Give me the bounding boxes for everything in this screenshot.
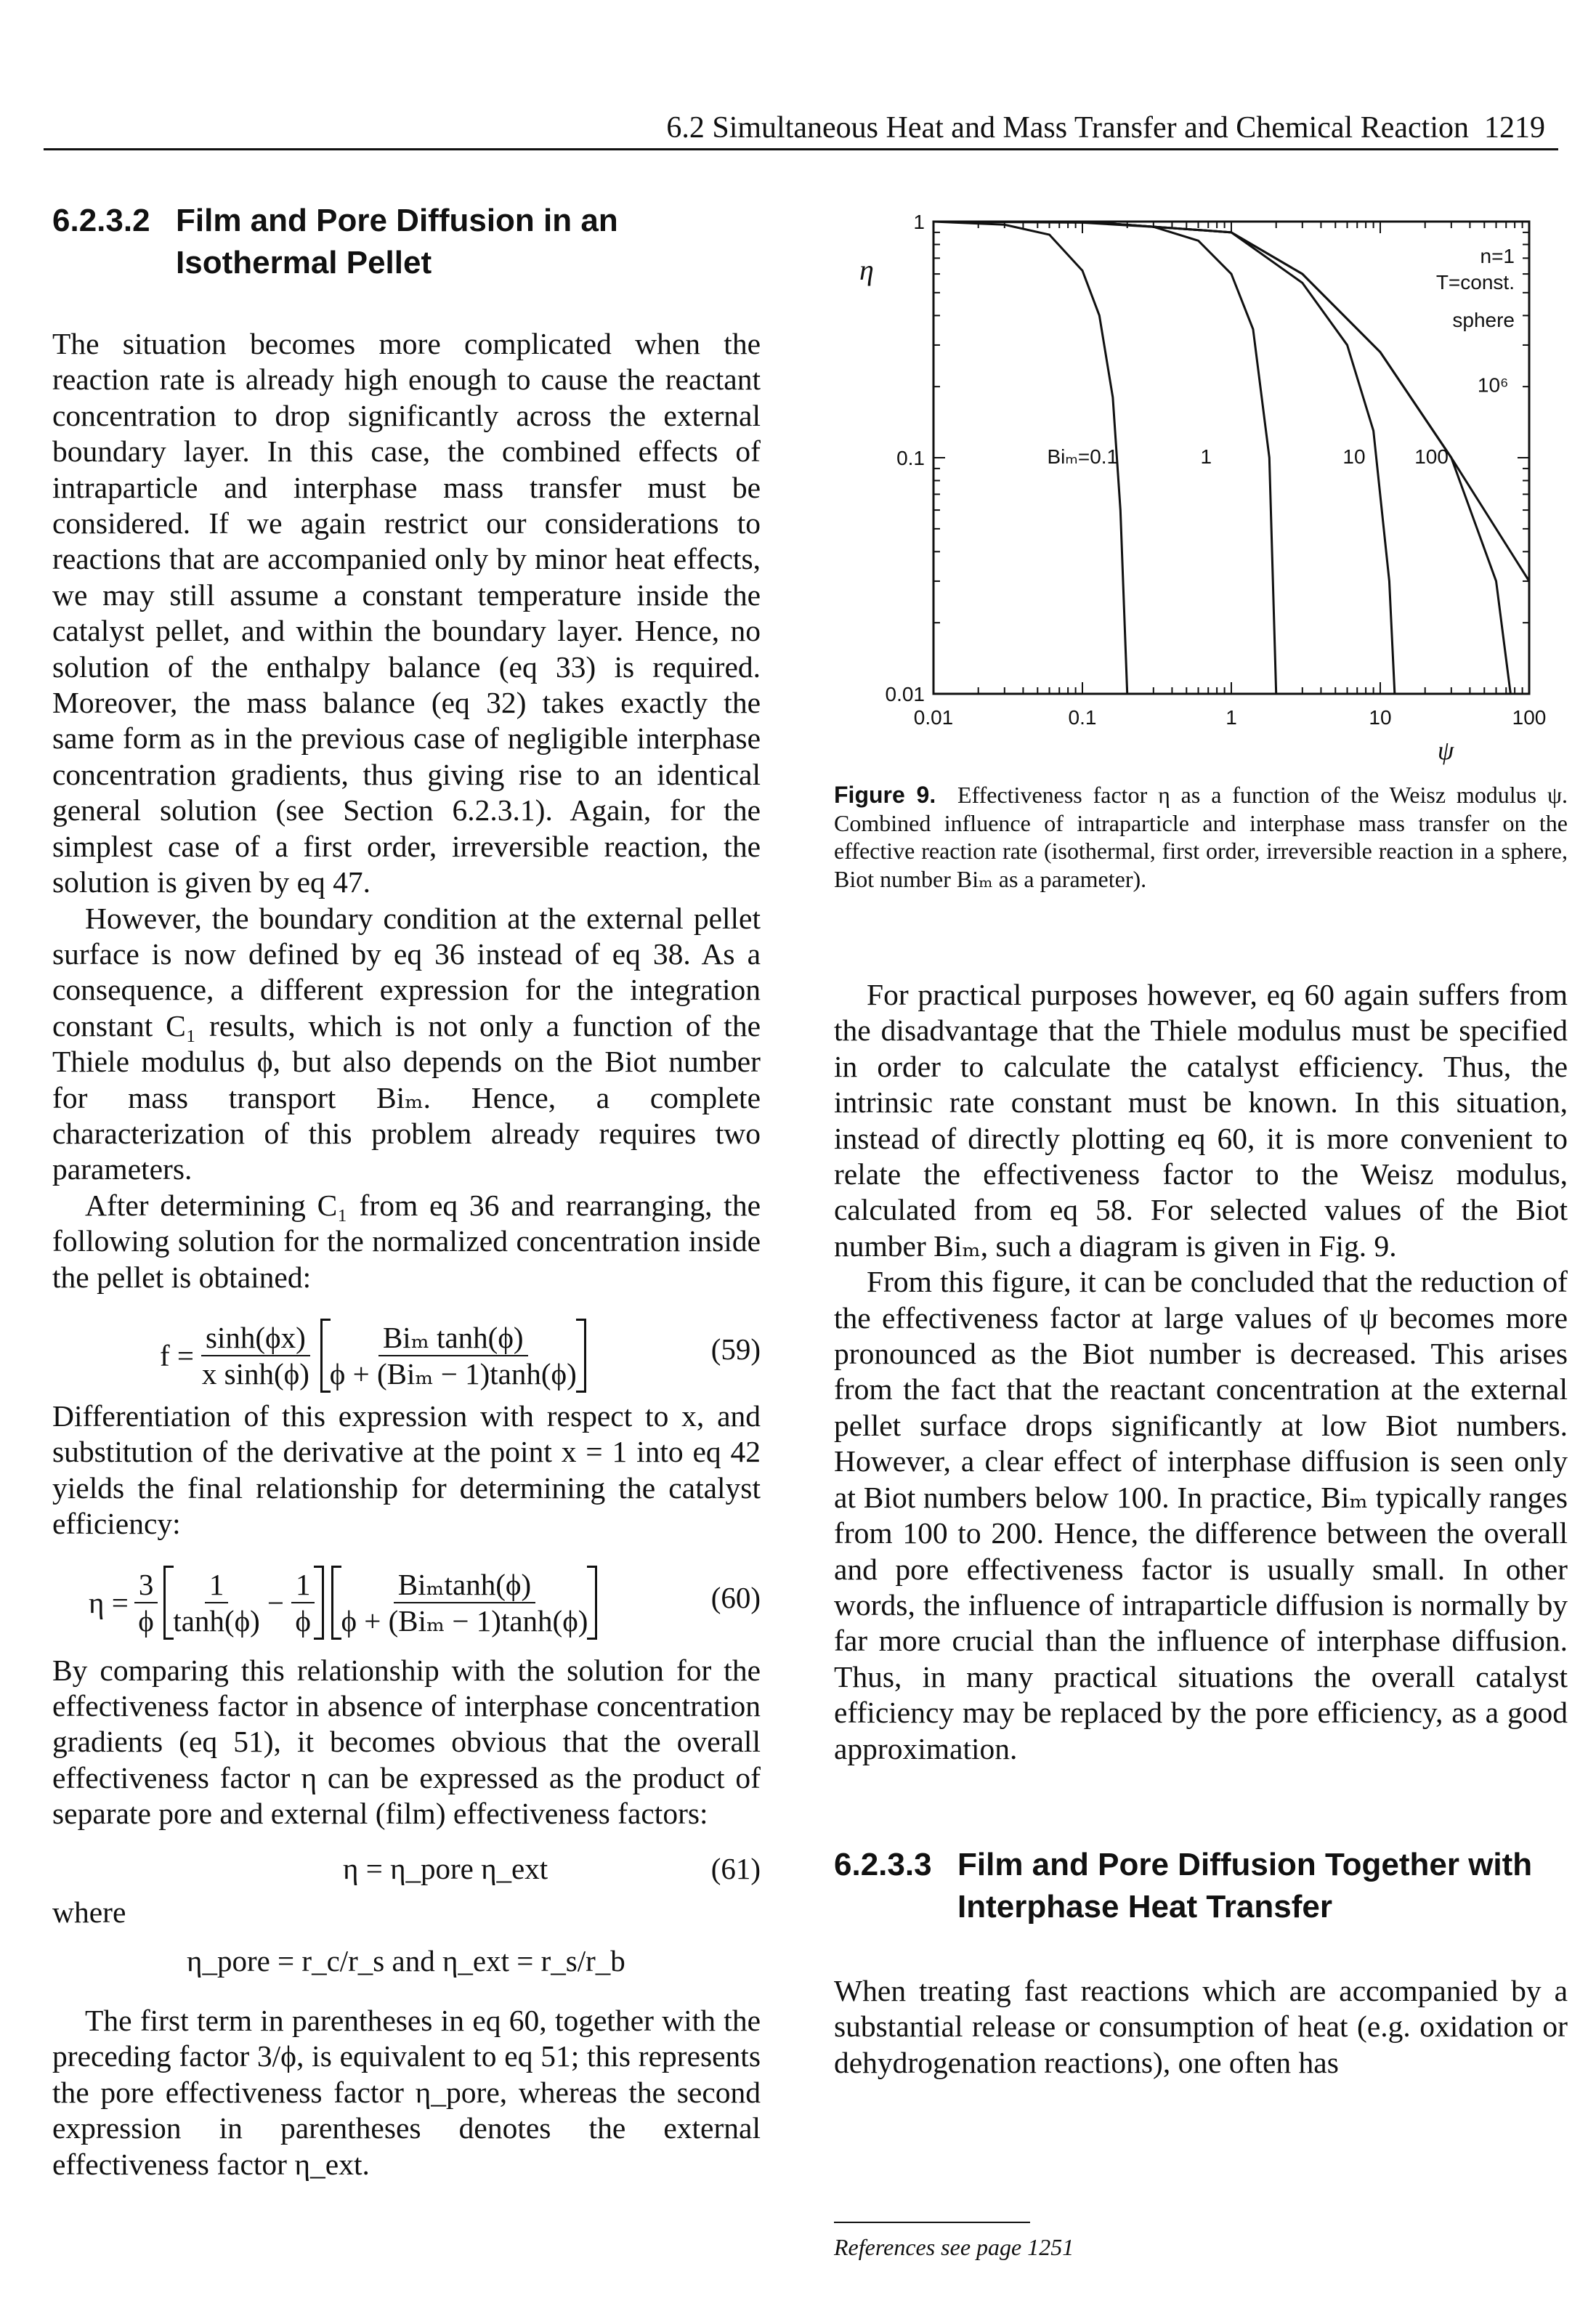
eq60-second-bracket: Biₘtanh(ϕ) ϕ + (Biₘ − 1)tanh(ϕ)	[331, 1565, 598, 1640]
x-axis-label: ψ	[1438, 736, 1454, 765]
eq60-lhs: η =	[89, 1585, 129, 1619]
curve-label: 10⁶	[1478, 373, 1509, 396]
eq60-term-b: 1 ϕ	[291, 1567, 315, 1638]
curve-label: Biₘ=0.1	[1048, 445, 1119, 468]
eq60-a-num: 1	[204, 1567, 229, 1603]
caption-label: Figure 9.	[834, 782, 936, 808]
eq59-numerator: sinh(ϕx)	[201, 1320, 310, 1356]
eq60-bracket-fraction: Biₘtanh(ϕ) ϕ + (Biₘ − 1)tanh(ϕ)	[341, 1567, 588, 1638]
eq60-minus: −	[267, 1585, 284, 1619]
eq60-term-a: 1 tanh(ϕ)	[173, 1567, 259, 1638]
eq-where-body: η_pore = r_c/r_s and η_ext = r_s/r_b	[187, 1944, 625, 1978]
x-tick-label: 0.1	[1069, 706, 1097, 729]
paragraph: By comparing this relationship with the …	[52, 1653, 761, 1831]
section-title: Film and Pore Diffusion Together with In…	[957, 1846, 1533, 1925]
eq60-coefficient: 3 ϕ	[134, 1567, 158, 1638]
paragraph: From this figure, it can be concluded th…	[834, 1265, 1568, 1765]
footnote-references: References see page 1251	[834, 2234, 1074, 2260]
page-number: 1219	[1484, 111, 1545, 145]
eq59-bracket-fraction: Biₘ tanh(ϕ) ϕ + (Biₘ − 1)tanh(ϕ)	[330, 1320, 577, 1391]
legend-text: n=1	[1480, 245, 1515, 267]
curve-1	[933, 220, 1129, 695]
equation-number: (59)	[710, 1332, 761, 1366]
x-tick-label: 10	[1369, 706, 1391, 729]
plot-labels: 0.01 0.1 1 10 100 1 0.1 0.01 η ψ Biₘ=0.1 1 10 100 10⁶ n…	[859, 211, 1546, 765]
running-head: 6.2 Simultaneous Heat and Mass Transfer …	[666, 110, 1545, 145]
figure-9-plot: 0.01 0.1 1 10 100 1 0.1 0.01 η ψ Biₘ=0.1 1 10 100 10⁶ n…	[859, 211, 1546, 765]
y-tick-label: 0.01	[886, 683, 925, 705]
x-tick-label: 100	[1512, 706, 1547, 729]
paragraph: Differentiation of this expression with …	[52, 1399, 761, 1541]
eq61-body: η = η_pore η_ext	[343, 1851, 548, 1885]
running-head-title: 6.2 Simultaneous Heat and Mass Transfer …	[666, 111, 1469, 145]
left-column: 6.2.3.2 Film and Pore Diffusion in an Is…	[52, 200, 761, 2182]
equation-59: f = sinh(ϕx) x sinh(ϕ) Biₘ tanh(ϕ) ϕ + (…	[52, 1304, 761, 1399]
paragraph: For practical purposes however, eq 60 ag…	[834, 978, 1568, 1263]
paragraph: The first term in parentheses in eq 60, …	[52, 2004, 761, 2181]
y-tick-label: 0.1	[896, 447, 925, 469]
eq60-first-bracket: 1 tanh(ϕ) − 1 ϕ	[163, 1565, 325, 1640]
eq60-coef-den: ϕ	[138, 1603, 154, 1638]
plot-curves	[933, 220, 1531, 695]
footnote-rule	[834, 2222, 1030, 2223]
figure-caption: Figure 9. Effectiveness factor η as a fu…	[834, 781, 1568, 893]
eq60-b-den: ϕ	[295, 1603, 311, 1638]
legend-text: sphere	[1452, 309, 1515, 331]
equation-number: (61)	[710, 1851, 761, 1885]
legend-text: T=const.	[1436, 271, 1515, 294]
header-rule	[44, 148, 1558, 150]
equation-61: η = η_pore η_ext (61)	[52, 1848, 761, 1899]
section-number: 6.2.3.2	[52, 203, 150, 238]
y-tick-label: 1	[913, 211, 925, 233]
equation-where: η_pore = r_c/r_s and η_ext = r_s/r_b	[52, 1939, 761, 1991]
eq60-coef-num: 3	[134, 1567, 158, 1603]
figure-9: 0.01 0.1 1 10 100 1 0.1 0.01 η ψ Biₘ=0.1 1 10 100 10⁶ n…	[846, 211, 1565, 765]
eq59-denominator: x sinh(ϕ)	[201, 1356, 309, 1391]
where-text: where	[52, 1895, 126, 1929]
eq59-bracket-numerator: Biₘ tanh(ϕ)	[378, 1320, 528, 1356]
paragraph: However, the boundary condition at the e…	[52, 901, 761, 1186]
right-column: Figure 9. Effectiveness factor η as a fu…	[834, 203, 1568, 2081]
equation-number: (60)	[710, 1580, 761, 1614]
caption-text: Effectiveness factor η as a function of …	[834, 782, 1568, 892]
section-heading-6-2-3-2: 6.2.3.2 Film and Pore Diffusion in an Is…	[52, 200, 761, 284]
paragraph: When treating fast reactions which are a…	[834, 1973, 1568, 2079]
eq59-lhs: f =	[160, 1338, 195, 1372]
curve-5	[933, 220, 1531, 582]
curve-label: 10	[1342, 445, 1365, 468]
eq59-bracket: Biₘ tanh(ϕ) ϕ + (Biₘ − 1)tanh(ϕ)	[320, 1318, 586, 1393]
eq60-bracket-numerator: Biₘtanh(ϕ)	[393, 1567, 536, 1603]
eq59-bracket-denominator: ϕ + (Biₘ − 1)tanh(ϕ)	[329, 1356, 577, 1391]
x-tick-label: 0.01	[914, 706, 954, 729]
eq60-a-den: tanh(ϕ)	[173, 1603, 260, 1638]
curve-label: 100	[1414, 445, 1449, 468]
eq59-fraction: sinh(ϕx) x sinh(ϕ)	[201, 1320, 310, 1391]
eq60-b-num: 1	[291, 1567, 315, 1603]
paragraph: After determining C₁ from eq 36 and rear…	[52, 1188, 761, 1294]
section-number: 6.2.3.3	[834, 1846, 932, 1882]
y-axis-label: η	[859, 254, 874, 286]
curve-label: 1	[1200, 445, 1212, 468]
x-tick-label: 1	[1226, 706, 1237, 729]
paragraph: The situation becomes more complicated w…	[52, 327, 761, 899]
section-heading-6-2-3-3: 6.2.3.3 Film and Pore Diffusion Together…	[834, 1844, 1568, 1928]
section-title: Film and Pore Diffusion in an Isothermal…	[176, 203, 618, 280]
eq60-bracket-denominator: ϕ + (Biₘ − 1)tanh(ϕ)	[341, 1603, 588, 1638]
equation-60: η = 3 ϕ 1 tanh(ϕ) − 1 ϕ Biₘt	[52, 1551, 761, 1653]
